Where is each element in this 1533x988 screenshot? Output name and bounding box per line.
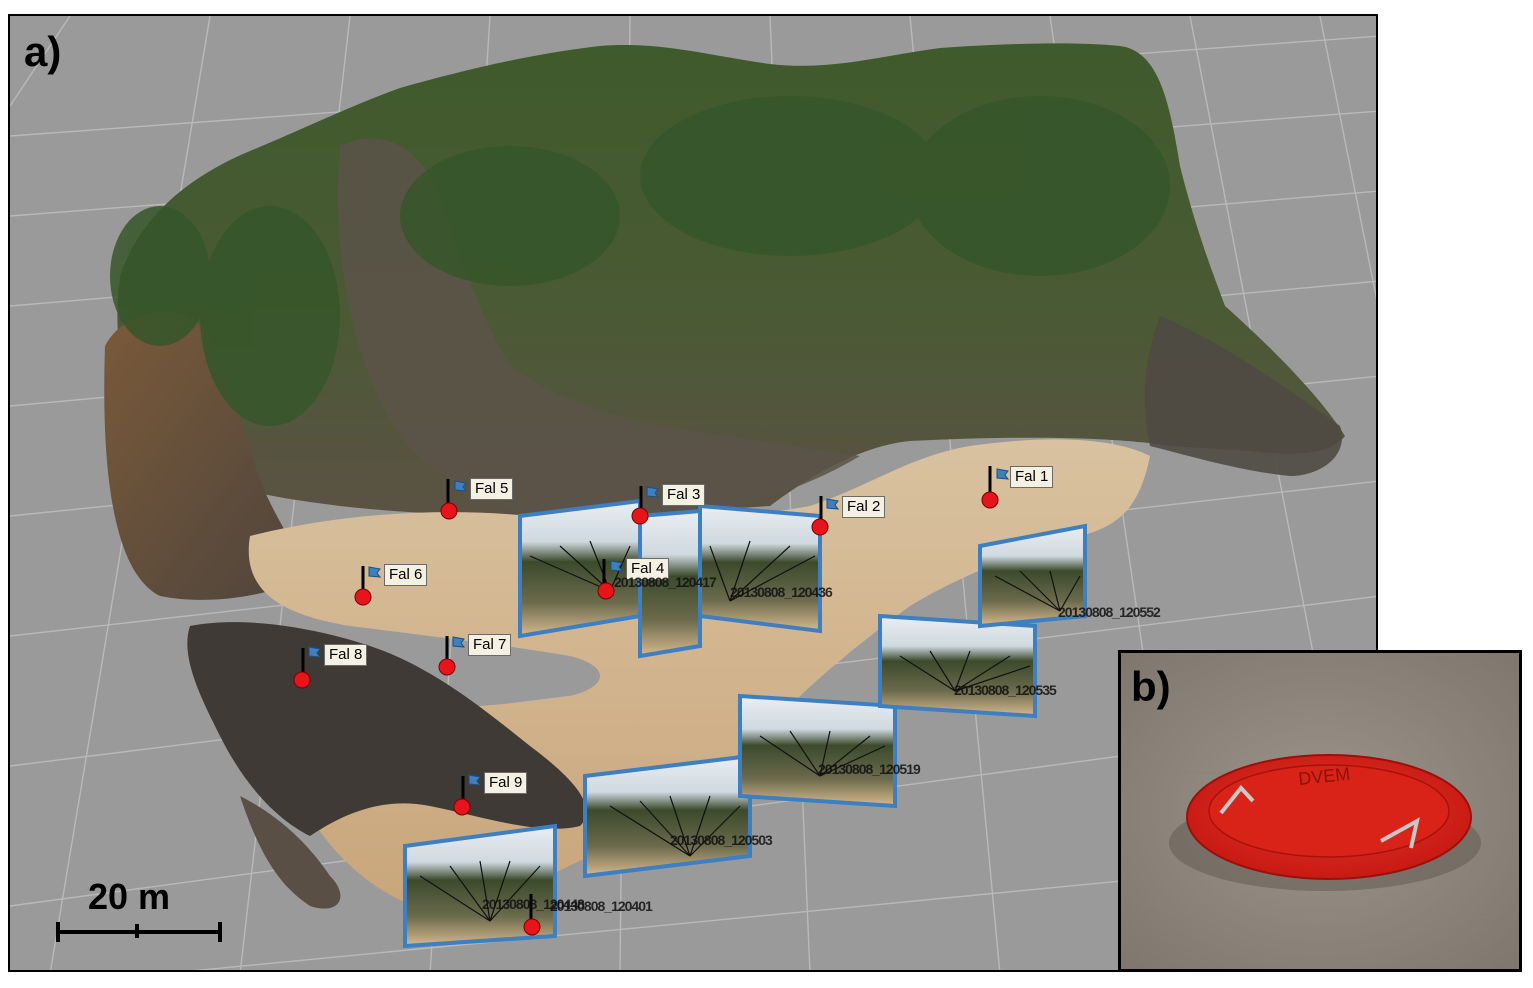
flag-icon [826,498,842,512]
photo-name: 20130808_120417 [614,574,717,590]
photo-name: 20130808_120552 [1058,604,1161,620]
gcp-markers [293,466,999,936]
marker-label-fal1: Fal 1 [1010,466,1054,488]
camera-photo-frames [403,498,1087,949]
rocks-edge [240,796,341,909]
plate-photo: DVEM [1121,653,1519,969]
photo-name: 20130808_120401 [550,898,653,914]
marker-label-fal9: Fal 9 [484,772,528,794]
gcp-marker-fal6 [354,566,372,606]
flag-icon [468,774,484,788]
scale-bar-label: 20 m [88,876,171,917]
photo-frame [978,523,1087,629]
flag-icon [368,566,384,580]
gcp-marker-fal7 [438,636,456,676]
gcp-marker-fal9 [453,776,471,816]
panel-b-photo-inset: DVEM b) [1118,650,1522,972]
gcp-marker-fal1 [981,466,999,509]
marker-label-fal6: Fal 6 [384,564,428,586]
gcp-marker-fal5 [440,479,458,520]
flag-icon [454,480,470,494]
plate-inner [1208,764,1450,858]
rock-face-left [104,312,310,600]
rock-face-center [338,138,860,516]
photo-frame [638,508,702,659]
gcp-marker-fal2 [811,496,829,536]
anchor-pin [1219,784,1255,815]
marker-label-fal7: Fal 7 [468,634,512,656]
photo-frame [878,613,1037,719]
flag-icon [610,560,626,574]
camera-rays [419,540,1081,922]
marker-label-fal8: Fal 8 [324,644,368,666]
flag-icon [996,468,1012,482]
gcp-marker-fal4 [597,559,615,600]
photo-name: 20130808_120519 [818,761,921,777]
vegetation-patches [110,96,1170,426]
photo-name: 20130808_120535 [954,682,1057,698]
anchor-pin [1380,817,1420,849]
marker-label-fal3: Fal 3 [662,484,706,506]
panel-a-label: a) [24,28,62,75]
marker-label-fal4: Fal 4 [626,558,670,580]
scale-bar [56,922,222,942]
gcp-marker-fal8 [293,648,311,689]
marker-label-fal5: Fal 5 [470,478,514,500]
photo-frame [738,693,897,809]
photo-frame [403,823,557,949]
panel-a-3d-model-view: a) Fal 1 Fal 2 Fal 3 Fal 4 Fal 5 Fal 6 F… [8,14,1378,972]
flag-icon [308,646,324,660]
panel-b-label: b) [1131,663,1171,710]
rock-face-right [1144,316,1342,476]
photo-name: 20130808_120436 [730,584,833,600]
photo-name: 20130808_120448 [482,896,585,912]
photo-frame [583,753,752,879]
photo-name: 20130808_120503 [670,832,773,848]
gcp-marker-fal3 [631,486,649,525]
gcp-marker-extra [523,894,541,936]
marker-label-fal2: Fal 2 [842,496,886,518]
flag-icon [646,486,662,500]
flag-icon [452,636,468,650]
